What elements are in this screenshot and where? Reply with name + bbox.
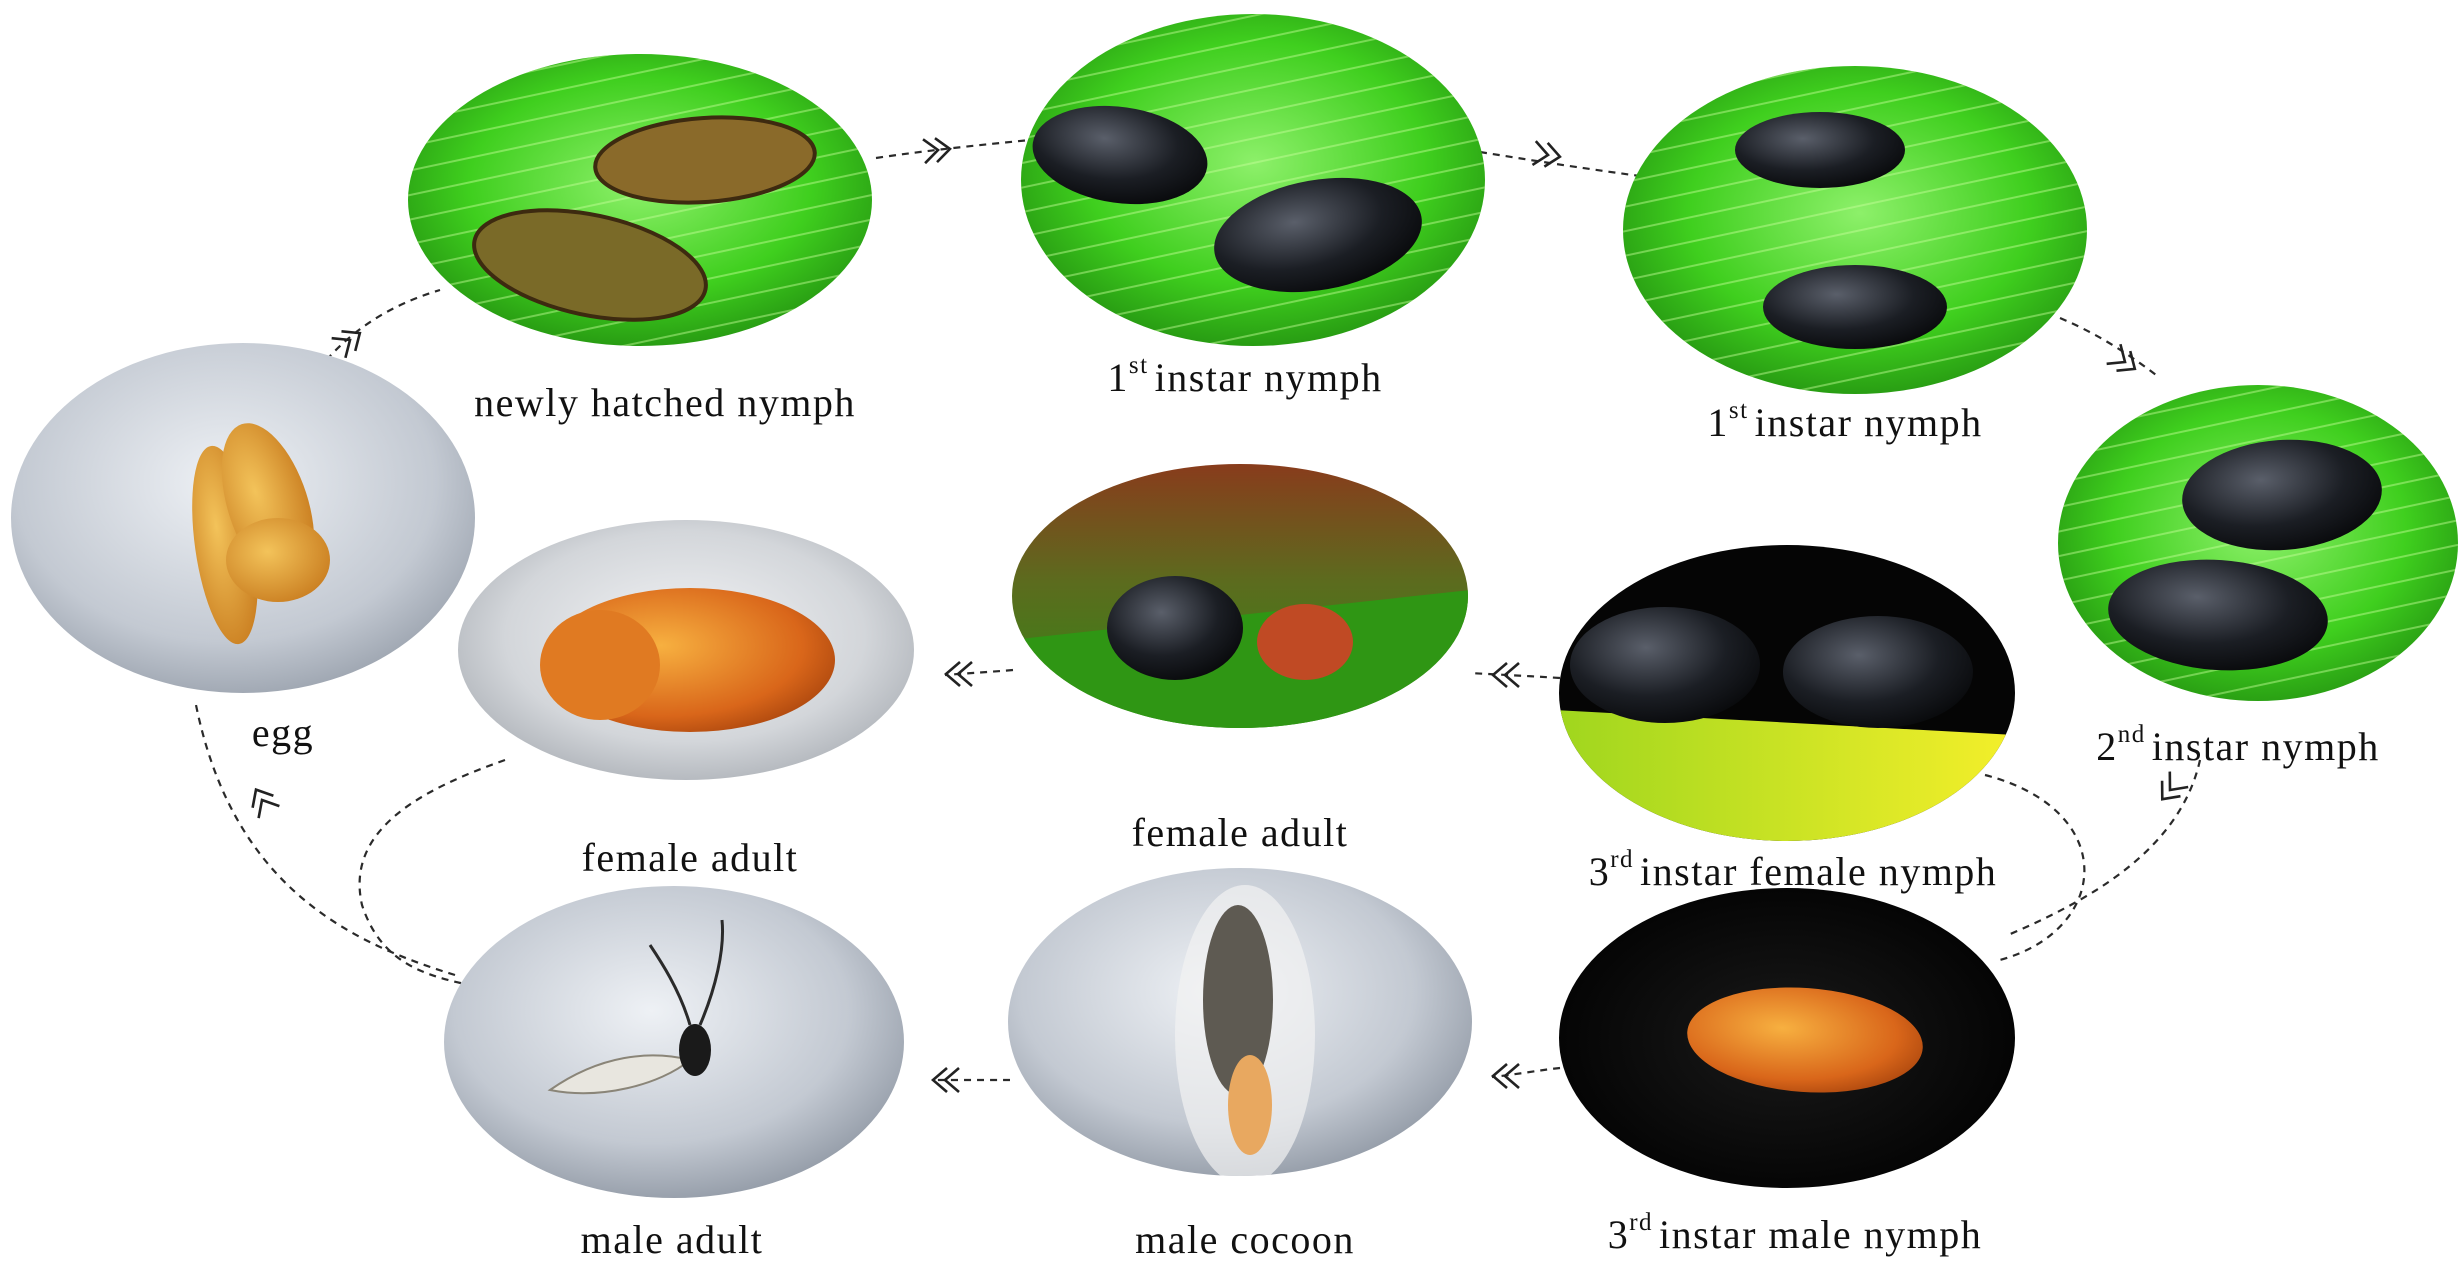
stage-photo-second-instar-nymph <box>2058 385 2458 701</box>
connector-third-instar-male-to-male-cocoon <box>1491 1066 1561 1079</box>
caption-male-adult: male adult <box>580 1217 764 1262</box>
stage-photo-male-adult <box>444 886 904 1198</box>
connector-lines <box>193 138 2202 1082</box>
caption-male-cocoon: male cocoon <box>1135 1217 1355 1262</box>
stage-photo-female-adult-a <box>1012 464 1468 728</box>
stage-photo-first-instar-nymph-a <box>1021 14 1485 346</box>
stage-photo-female-adult-b <box>458 520 914 780</box>
arrow-to-male-adult <box>931 1067 960 1093</box>
connector-third-instar-female-to-female-adult <box>1469 671 1561 680</box>
caption-newly-hatched-nymph: newly hatched nymph <box>474 380 856 425</box>
stage-photo-egg <box>11 343 475 693</box>
direction-arrows <box>251 137 2189 1093</box>
stage-photo-first-instar-nymph-b <box>1623 66 2087 394</box>
connector-female-adult-to-female-adult <box>944 668 1014 677</box>
arrow-to-first-instar <box>922 137 952 165</box>
caption-egg: egg <box>251 710 315 755</box>
connector-second-instar-to-third-instar-male <box>2007 759 2202 937</box>
arrow-to-second-instar <box>2106 343 2137 372</box>
connector-male-adult-to-egg <box>193 699 456 977</box>
arrow-to-female-adult-b <box>944 661 973 687</box>
connector-second-instar-to-third-instar-female <box>1984 773 2086 962</box>
arrow-to-male-cocoon <box>1491 1063 1520 1089</box>
stage-photo-third-instar-female-nymph <box>1559 545 2015 841</box>
arrow-to-third-instar <box>2160 771 2189 801</box>
connector-first-instar-to-first-instar <box>1479 150 1641 178</box>
arrow-to-female-adult-a <box>1491 662 1520 688</box>
connector-first-instar-to-second-instar <box>2059 316 2161 379</box>
arrow-to-newly-hatched <box>331 330 362 359</box>
stage-photo-third-instar-male-nymph <box>1559 888 2015 1188</box>
arrow-to-egg <box>251 787 280 819</box>
connector-female-male-loop <box>358 758 506 987</box>
arrow-to-first-instar-b <box>1531 140 1562 168</box>
caption-female-adult-b: female adult <box>581 835 799 880</box>
stage-photo-newly-hatched-nymph <box>408 54 872 346</box>
stage-photo-male-cocoon <box>1008 868 1472 1176</box>
caption-female-adult-a: female adult <box>1131 810 1349 855</box>
connector-newly-hatched-to-first-instar <box>875 138 1031 160</box>
